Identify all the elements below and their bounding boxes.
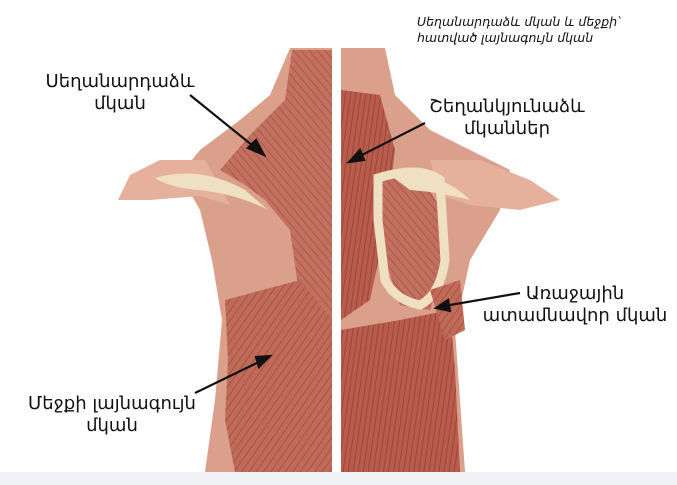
bottom-strip <box>0 472 677 485</box>
figure-caption: Սեղանարդաձև մկան և մեջքի՝ հատված լայնագո… <box>417 14 620 46</box>
label-serratus: Առաջային ատամնավոր մկան <box>480 283 670 327</box>
label-trapezius: Սեղանարդաձև մկան <box>40 71 200 115</box>
latissimus-muscle <box>225 280 332 472</box>
label-latissimus-line-2: մկան <box>12 415 212 437</box>
label-rhomboids-line-2: մկաններ <box>422 118 592 140</box>
label-latissimus-line-1: Մեջքի լայնագույն <box>12 393 212 415</box>
label-rhomboids-line-1: Շեղանկյունաձև <box>422 96 592 118</box>
label-rhomboids: Շեղանկյունաձև մկաններ <box>422 96 592 140</box>
caption-line-1: Սեղանարդաձև մկան և մեջքի՝ <box>417 14 620 30</box>
center-divider <box>332 50 341 480</box>
caption-line-2: հատված լայնագույն մկան <box>417 30 620 46</box>
label-trapezius-line-2: մկան <box>40 93 200 115</box>
label-serratus-line-2: ատամնավոր մկան <box>480 305 670 327</box>
label-serratus-line-1: Առաջային <box>480 283 670 305</box>
label-trapezius-line-1: Սեղանարդաձև <box>40 71 200 93</box>
lower-back-muscles <box>341 310 460 472</box>
label-latissimus: Մեջքի լայնագույն մկան <box>12 393 212 437</box>
